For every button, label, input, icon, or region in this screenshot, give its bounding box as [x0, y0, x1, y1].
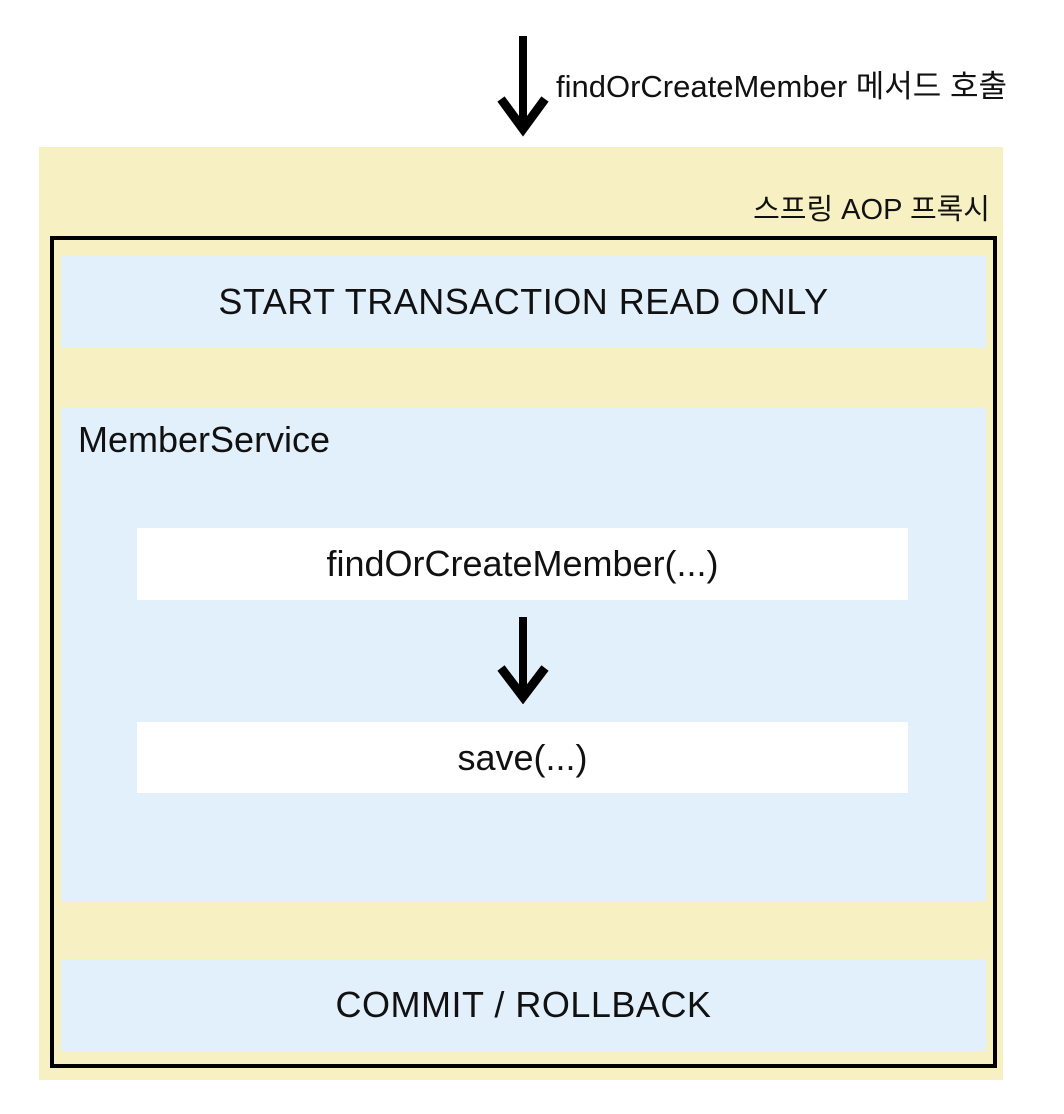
member-service-title: MemberService — [78, 419, 331, 460]
spring-aop-proxy-container: 스프링 AOP 프록시 START TRANSACTION READ ONLY … — [39, 147, 1003, 1080]
down-arrow-icon — [497, 617, 549, 704]
start-transaction-bar: START TRANSACTION READ ONLY — [61, 256, 986, 348]
find-or-create-member-method-box: findOrCreateMember(...) — [137, 528, 908, 600]
method-call-label: findOrCreateMember 메서드 호출 — [556, 69, 1007, 104]
member-service-box: MemberService findOrCreateMember(...) sa… — [61, 407, 986, 901]
spring-aop-proxy-label: 스프링 AOP 프록시 — [753, 194, 990, 226]
down-arrow-icon — [497, 36, 549, 137]
transaction-scope-box: START TRANSACTION READ ONLY MemberServic… — [50, 236, 997, 1068]
save-method-box: save(...) — [137, 722, 908, 793]
commit-rollback-bar: COMMIT / ROLLBACK — [61, 959, 986, 1051]
